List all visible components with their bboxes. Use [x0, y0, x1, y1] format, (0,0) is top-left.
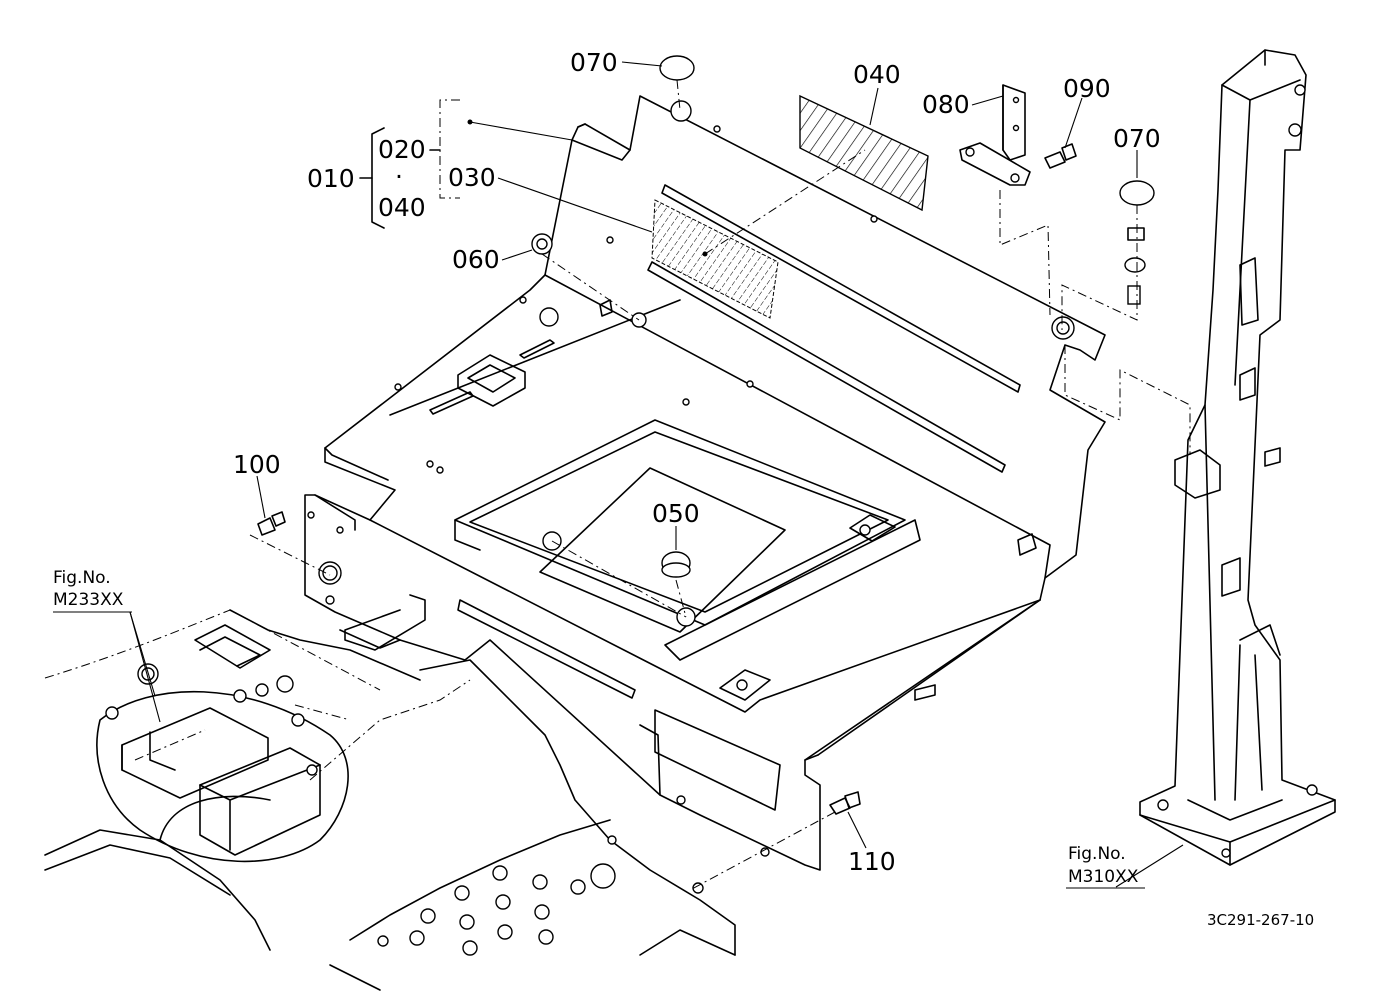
nut-060 — [531, 233, 553, 255]
part-number-070-right: 070 — [1113, 124, 1161, 153]
label-040-hatched — [799, 94, 929, 212]
part-number-040-group: 040 — [378, 193, 426, 222]
leader-lines — [129, 61, 1184, 888]
group-brackets — [359, 99, 460, 229]
part-number-040-label: 040 — [853, 60, 901, 89]
cap-070-top — [659, 55, 695, 81]
part-number-070-top: 070 — [570, 48, 618, 77]
part-number-050: 050 — [652, 499, 700, 528]
part-number-090: 090 — [1063, 74, 1111, 103]
support-post — [1139, 49, 1336, 866]
figure-ref-m310: Fig.No. M310XX — [1066, 844, 1145, 889]
assembly-lines — [134, 79, 1191, 891]
part-number-080: 080 — [922, 90, 970, 119]
part-number-030: 030 — [448, 163, 496, 192]
drawing-code: 3C291-267-10 — [1207, 911, 1314, 929]
fig-number-left: M233XX — [53, 590, 124, 610]
part-number-020: 020 — [378, 135, 426, 164]
bolt-110 — [829, 791, 861, 815]
part-number-110: 110 — [848, 847, 896, 876]
fig-caption-left: Fig.No. — [53, 568, 111, 588]
lower-frame — [44, 609, 736, 991]
bolt-090 — [1044, 143, 1077, 169]
label-030-hatched — [651, 199, 779, 319]
fig-number-right: M310XX — [1068, 867, 1139, 887]
part-labels: 070 040 080 090 070 020 010 · 040 030 06… — [233, 48, 1161, 876]
part-number-010: 010 — [307, 164, 355, 193]
part-number-060: 060 — [452, 245, 500, 274]
cap-050 — [661, 551, 691, 578]
bracket-080 — [959, 84, 1031, 186]
part-number-100: 100 — [233, 450, 281, 479]
figure-ref-m233: Fig.No. M233XX — [53, 568, 132, 613]
cap-070-right — [1119, 180, 1155, 305]
fig-caption-right: Fig.No. — [1068, 844, 1126, 864]
seat-support-plate — [304, 95, 1106, 871]
group-separator-dot: · — [395, 162, 403, 191]
bolt-100 — [257, 511, 286, 536]
